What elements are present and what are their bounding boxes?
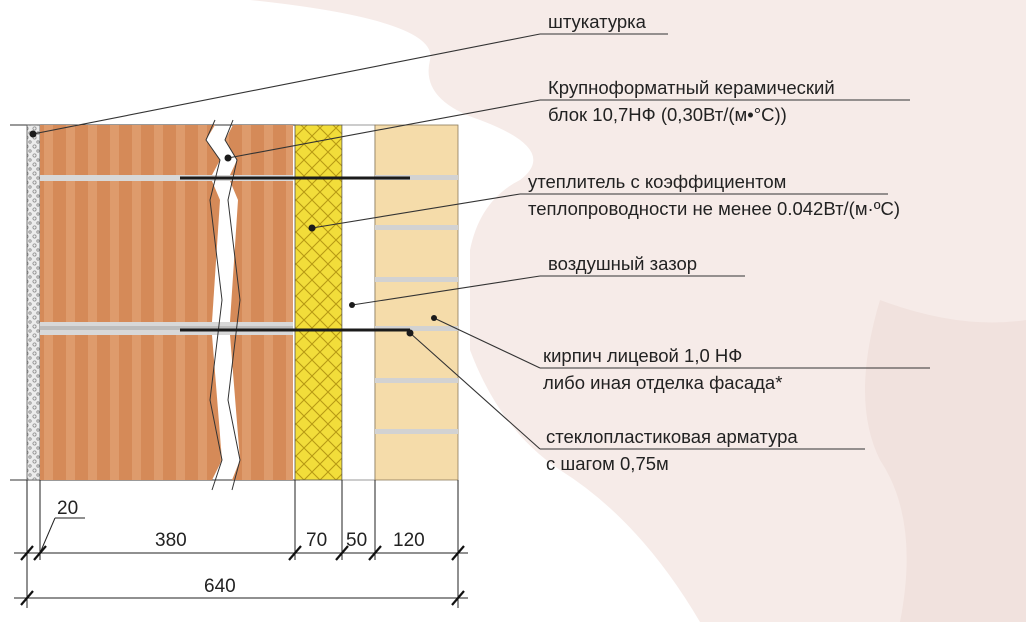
break-line	[224, 119, 241, 491]
leader-dot	[349, 302, 355, 308]
brick-joint	[375, 225, 458, 230]
brick-joint	[375, 277, 458, 282]
label-rebar-line1: стеклопластиковая арматура	[546, 426, 798, 447]
label-plaster: штукатурка	[548, 11, 647, 32]
leader-plaster	[32, 33, 541, 135]
dim-block: 380	[155, 530, 187, 551]
leader-facing	[433, 317, 541, 369]
dimension-tick	[335, 545, 349, 561]
dimension-tick	[20, 590, 34, 606]
dim-plaster: 20	[57, 498, 78, 519]
label-air-gap: воздушный зазор	[548, 253, 697, 274]
brick-joint	[375, 175, 458, 180]
leader-block	[227, 99, 541, 159]
break-line	[205, 119, 223, 491]
dim-insulation: 70	[306, 530, 327, 551]
leader-air-gap	[351, 275, 541, 306]
label-facing-line1: кирпич лицевой 1,0 НФ	[543, 345, 742, 366]
dimension-tick	[451, 590, 465, 606]
leader-dot	[224, 154, 232, 162]
background-shape-2	[865, 300, 1026, 622]
brick-joint	[375, 429, 458, 434]
label-block-line1: Крупноформатный керамический	[548, 77, 835, 98]
dimension-tick	[451, 545, 465, 561]
label-insulation-line1: утеплитель с коэффициентом	[528, 171, 786, 192]
leader-insulation	[311, 193, 521, 229]
facing-brick-layer	[374, 124, 459, 481]
leader-dot	[431, 315, 437, 321]
label-insulation-line2: теплопроводности не менее 0.042Вт/(м·ºС)	[528, 198, 900, 219]
leader-dot	[29, 130, 37, 138]
brick-joint	[375, 378, 458, 383]
leader-rebar	[409, 332, 541, 450]
insulation-layer	[294, 124, 343, 481]
brick-joint	[375, 326, 458, 331]
dimension-tick	[33, 545, 47, 561]
block-joint	[40, 175, 293, 181]
dimension-tick	[368, 545, 382, 561]
dim-facing: 120	[393, 530, 425, 551]
leader-dot	[406, 329, 414, 337]
background-shape	[250, 0, 1026, 622]
dimension-leader-20	[39, 517, 56, 554]
label-block-line2: блок 10,7НФ (0,30Вт/(м•°С))	[548, 104, 787, 125]
dimension-tick	[20, 545, 34, 561]
dim-total: 640	[204, 576, 236, 597]
dim-air-gap: 50	[346, 530, 367, 551]
leader-dot	[308, 224, 316, 232]
label-facing-line2: либо иная отделка фасада*	[543, 372, 782, 393]
label-rebar-line2: с шагом 0,75м	[546, 453, 669, 474]
plaster-layer	[26, 124, 41, 481]
ceramic-block-layer	[40, 119, 293, 491]
dimension-tick	[288, 545, 302, 561]
